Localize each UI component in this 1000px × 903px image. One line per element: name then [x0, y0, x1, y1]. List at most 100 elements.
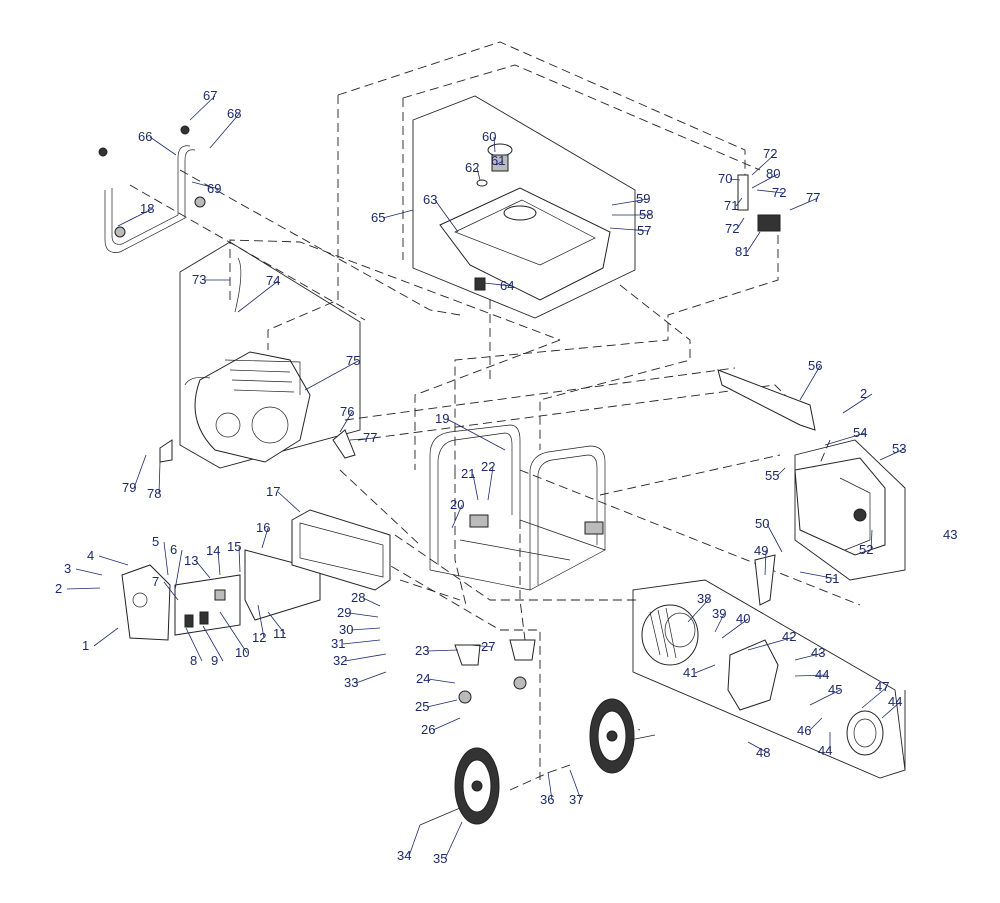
leader-line-54 [824, 432, 866, 446]
callout-76: 76 [340, 404, 354, 419]
callout-27: 27 [481, 639, 495, 654]
leader-line-65 [382, 209, 414, 219]
leader-line-81 [746, 231, 761, 253]
callout-38: 38 [697, 591, 711, 606]
leader-lines [66, 95, 905, 860]
callout-77: 77 [363, 430, 377, 445]
callout-24: 24 [416, 671, 430, 686]
brackets [159, 174, 781, 463]
feet [454, 639, 536, 704]
fuel-tank [439, 143, 611, 301]
callout-34: 34 [397, 848, 411, 863]
callout-81: 81 [735, 244, 749, 259]
leader-line-27 [469, 644, 494, 648]
callout-23: 23 [415, 643, 429, 658]
leader-line-44 [881, 701, 901, 719]
callout-78: 78 [147, 486, 161, 501]
callout-30: 30 [339, 622, 353, 637]
callout-43: 43 [811, 645, 825, 660]
leader-line-67 [189, 95, 216, 121]
leader-line-72 [751, 153, 776, 176]
callout-17: 17 [266, 484, 280, 499]
leader-line-18 [117, 208, 153, 227]
callout-68: 68 [227, 106, 241, 121]
leader-line-56 [799, 365, 821, 401]
leader-line-70 [729, 178, 741, 181]
callout-3: 3 [64, 561, 71, 576]
callout-26: 26 [421, 722, 435, 737]
leader-line-39 [714, 613, 725, 633]
callout-28: 28 [351, 590, 365, 605]
callout-71: 71 [724, 198, 738, 213]
callout-64: 64 [500, 278, 514, 293]
callout-60: 60 [482, 129, 496, 144]
callout-75: 75 [346, 353, 360, 368]
callout-45: 45 [828, 682, 842, 697]
leader-line-53 [879, 448, 905, 461]
callout-58: 58 [639, 207, 653, 222]
callout-37: 37 [569, 792, 583, 807]
muffler [717, 369, 886, 556]
leader-line-68 [209, 113, 240, 149]
leader-line-13 [195, 560, 211, 579]
callout-49: 49 [754, 543, 768, 558]
callout-36: 36 [540, 792, 554, 807]
leader-line-6 [174, 549, 183, 591]
callout-44: 44 [818, 743, 832, 758]
leader-line-30 [350, 627, 381, 631]
leader-line-22 [487, 466, 494, 501]
callout-55: 55 [765, 468, 779, 483]
leader-line-51 [799, 571, 838, 580]
leader-line-49 [764, 550, 767, 576]
leader-line-21 [472, 473, 479, 501]
handle [98, 125, 206, 253]
callout-12: 12 [252, 630, 266, 645]
leader-line-29 [348, 612, 379, 618]
callout-29: 29 [337, 605, 351, 620]
callout-20: 20 [450, 497, 464, 512]
leader-line-2 [66, 587, 101, 590]
leader-line-60 [493, 136, 496, 153]
assembly-boxes [179, 95, 906, 779]
callout-31: 31 [331, 636, 345, 651]
callout-41: 41 [683, 665, 697, 680]
leader-line-4 [98, 555, 129, 566]
leader-line-43 [794, 652, 824, 661]
callout-51: 51 [825, 571, 839, 586]
leader-line-55 [776, 467, 786, 477]
callout-72: 72 [772, 185, 786, 200]
leader-line-46 [808, 717, 823, 732]
leader-line-37 [569, 769, 582, 801]
callout-44: 44 [815, 667, 829, 682]
leader-line-7 [163, 581, 179, 601]
callout-33: 33 [344, 675, 358, 690]
leader-line-1 [93, 627, 119, 647]
leader-line-11 [267, 611, 286, 635]
callout-1: 1 [82, 638, 89, 653]
leader-line-2 [842, 393, 873, 414]
leader-line-64 [483, 282, 513, 287]
leader-line-47 [861, 686, 888, 709]
leader-line-9 [202, 625, 224, 662]
leader-line-75 [304, 360, 359, 391]
control-panel [121, 549, 321, 641]
callout-74: 74 [266, 273, 280, 288]
callout-2: 2 [860, 386, 867, 401]
leader-line-41 [694, 664, 716, 674]
leader-line-48 [747, 741, 769, 754]
leader-line-8 [185, 627, 203, 662]
wheels [419, 698, 656, 826]
callout-32: 32 [333, 653, 347, 668]
callout-54: 54 [853, 425, 867, 440]
engine [184, 257, 311, 463]
leader-line-23 [426, 649, 459, 652]
callout-10: 10 [235, 645, 249, 660]
callout-62: 62 [465, 160, 479, 175]
leader-line-77 [349, 437, 376, 441]
callout-44: 44 [888, 694, 902, 709]
callout-6: 6 [170, 542, 177, 557]
leader-line-31 [342, 639, 381, 645]
callout-67: 67 [203, 88, 217, 103]
callout-21: 21 [461, 466, 475, 481]
